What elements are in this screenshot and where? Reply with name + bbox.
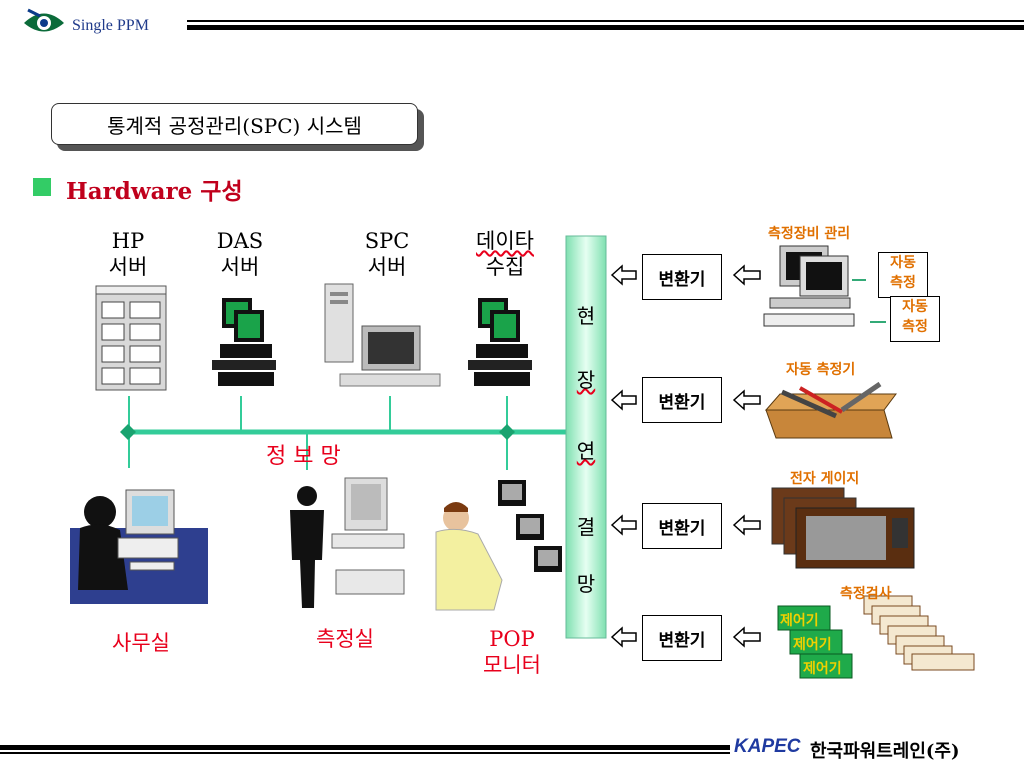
title-box: 통계적 공정관리(SPC) 시스템 [51, 103, 418, 145]
das-server-icon [212, 298, 276, 386]
measuring-person-icon [290, 477, 405, 608]
converter-box-3: 변환기 [642, 503, 722, 549]
footer-brand: KAPEC [734, 736, 801, 757]
hp-server-icon [95, 285, 167, 391]
controller-label-2: 제어기 [793, 637, 832, 653]
header-rule-thick [187, 25, 1024, 30]
info-network-label: 정 보 망 [266, 444, 341, 469]
group-title-inspection: 측정검사 [840, 586, 892, 602]
app-title: Single PPM [72, 17, 149, 34]
pop-operator-icon [435, 480, 562, 611]
office-worker-icon [70, 489, 208, 604]
eye-logo-icon [24, 8, 64, 32]
field-char-2: 장 [576, 368, 596, 392]
header: Single PPM [0, 0, 1024, 50]
bullet-square [33, 178, 51, 196]
group-title-e-gauge: 전자 게이지 [790, 471, 860, 487]
field-char-1: 현 [576, 304, 596, 328]
auto-measuring-tools-icon [764, 381, 897, 439]
converter-box-4: 변환기 [642, 615, 722, 661]
measuring-equipment-computers-icon [763, 245, 886, 327]
group-title-auto-measure: 자동 측정기 [786, 362, 856, 378]
auto-measure-box-2: 자동 측정 [890, 296, 940, 342]
converter-box-2: 변환기 [642, 377, 722, 423]
spc-server-icon [324, 283, 441, 387]
section-heading: Hardware 구성 [66, 178, 243, 205]
field-network-bar [565, 235, 607, 639]
group-title-equipment: 측정장비 관리 [768, 226, 851, 242]
measure-room-label: 측정실 [316, 627, 374, 651]
converter-box-1: 변환기 [642, 254, 722, 300]
field-char-5: 망 [576, 572, 596, 596]
field-char-4: 결 [576, 515, 596, 539]
converter-arrows [610, 264, 761, 648]
footer-company: 한국파워트레인(주) [810, 741, 960, 762]
field-network-label: 현 장 연 결 망 [566, 284, 606, 604]
data-collect-server-icon [468, 298, 532, 386]
controller-label-1: 제어기 [780, 613, 819, 629]
inspection-boards-icon [863, 595, 975, 671]
electronic-gauges-icon [771, 487, 915, 569]
footer: KAPEC 한국파워트레인(주) [734, 736, 1024, 766]
field-char-3: 연 [576, 439, 596, 463]
auto-measure-box-1: 자동 측정 [878, 252, 928, 298]
controller-boards-icon [777, 605, 853, 679]
controller-label-3: 제어기 [803, 661, 842, 677]
header-rule [187, 20, 1024, 22]
title-text: 통계적 공정관리(SPC) 시스템 [107, 113, 362, 138]
office-label: 사무실 [112, 631, 170, 655]
